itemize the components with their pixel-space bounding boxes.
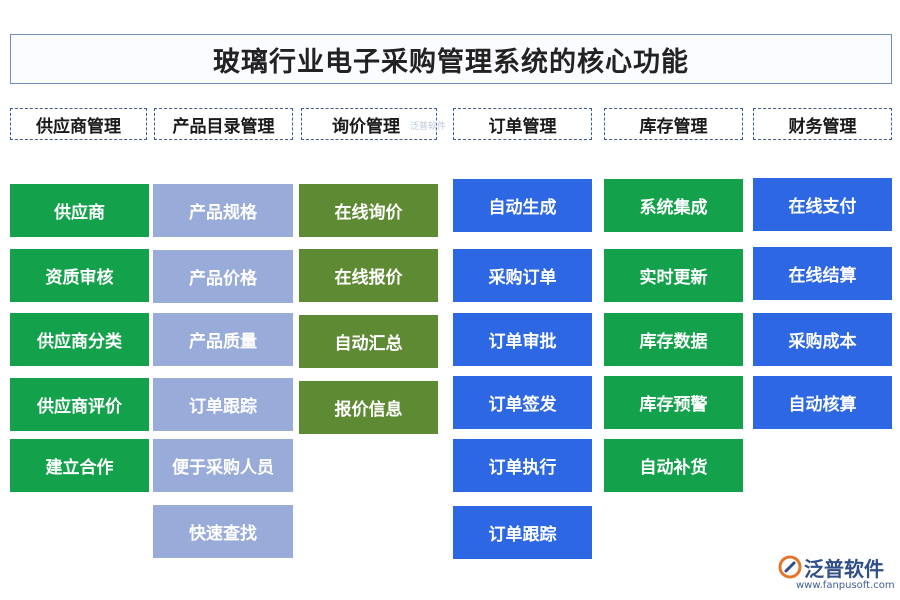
brand-logo: 泛普软件 www.fanpusoft.com — [778, 553, 895, 597]
order-item: 订单执行 — [453, 439, 592, 492]
supplier-item: 供应商 — [10, 184, 149, 237]
order-item: 订单跟踪 — [453, 506, 592, 559]
inquiry-item: 报价信息 — [299, 381, 438, 434]
product-catalog-item: 订单跟踪 — [153, 378, 293, 431]
inventory-item: 系统集成 — [604, 179, 743, 232]
page-title: 玻璃行业电子采购管理系统的核心功能 — [10, 34, 892, 84]
brand-url: www.fanpusoft.com — [796, 580, 895, 591]
inventory-item: 自动补货 — [604, 439, 743, 492]
supplier-item: 供应商分类 — [10, 313, 149, 366]
header-finance-management: 财务管理 — [753, 108, 892, 140]
fanpu-logo-icon — [778, 555, 802, 579]
product-catalog-item: 便于采购人员 — [153, 439, 293, 492]
inventory-item: 库存数据 — [604, 313, 743, 366]
finance-item: 采购成本 — [753, 313, 892, 366]
finance-item: 自动核算 — [753, 376, 892, 429]
watermark: 泛普软件 — [410, 122, 447, 132]
header-inventory-management: 库存管理 — [604, 108, 743, 140]
header-inquiry-management: 询价管理 — [301, 108, 437, 140]
product-catalog-item: 产品质量 — [153, 313, 293, 366]
inquiry-item: 在线报价 — [299, 249, 438, 302]
order-item: 自动生成 — [453, 179, 592, 232]
product-catalog-item: 产品规格 — [153, 184, 293, 237]
brand-name: 泛普软件 — [804, 557, 884, 581]
product-catalog-item: 产品价格 — [153, 250, 293, 303]
inventory-item: 库存预警 — [604, 376, 743, 429]
finance-item: 在线支付 — [753, 178, 892, 231]
header-supplier-management: 供应商管理 — [10, 108, 147, 140]
supplier-item: 资质审核 — [10, 249, 149, 302]
supplier-item: 供应商评价 — [10, 378, 149, 431]
order-item: 采购订单 — [453, 249, 592, 302]
inventory-item: 实时更新 — [604, 249, 743, 302]
inquiry-item: 在线询价 — [299, 184, 438, 237]
header-product-catalog-management: 产品目录管理 — [154, 108, 293, 140]
finance-item: 在线结算 — [753, 247, 892, 300]
header-order-management: 订单管理 — [453, 108, 592, 140]
order-item: 订单签发 — [453, 376, 592, 429]
inquiry-item: 自动汇总 — [299, 315, 438, 368]
supplier-item: 建立合作 — [10, 439, 149, 492]
order-item: 订单审批 — [453, 313, 592, 366]
product-catalog-item: 快速查找 — [153, 505, 293, 558]
